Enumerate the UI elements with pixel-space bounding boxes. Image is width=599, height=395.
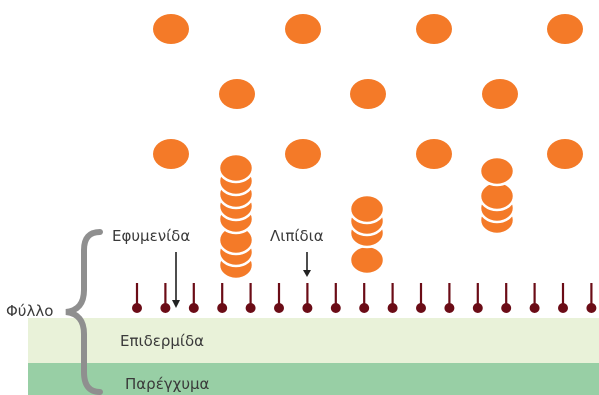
epidermis-label: Επιδερμίδα	[120, 332, 204, 350]
lipid-molecule	[132, 283, 142, 313]
droplet-stack-right	[478, 155, 516, 236]
water-droplet	[285, 139, 321, 169]
lipid-molecule	[416, 283, 426, 313]
lipid-molecule	[188, 283, 199, 313]
lipid-molecule	[217, 283, 228, 313]
water-droplet	[153, 139, 189, 169]
lipid-molecule	[472, 283, 483, 313]
water-droplet	[348, 193, 386, 225]
lipid-molecule	[274, 283, 284, 313]
ephemenida-label: Εφυμενίδα	[112, 227, 190, 245]
lipid-molecule	[359, 283, 370, 313]
water-droplet	[547, 14, 583, 44]
lipid-molecule	[330, 283, 341, 313]
lipid-molecule	[302, 283, 313, 313]
lipid-molecule-row	[132, 283, 597, 313]
parenchyma-layer	[28, 363, 599, 395]
water-droplet	[219, 79, 255, 109]
droplet-stack-middle	[348, 193, 386, 276]
water-droplet	[350, 79, 386, 109]
leaf-label: Φύλλο	[6, 302, 53, 320]
lipid-molecule	[444, 283, 455, 313]
droplet-group	[153, 14, 583, 281]
lipid-molecule	[558, 283, 568, 313]
epidermis-layer	[28, 318, 599, 363]
lipid-molecule	[586, 283, 597, 313]
water-droplet	[482, 79, 518, 109]
droplet-stack-left	[217, 152, 255, 281]
water-droplet	[348, 244, 386, 276]
lipid-molecule	[387, 283, 398, 313]
lipids-label: Λιπίδια	[270, 227, 324, 245]
leaf-brace	[65, 229, 103, 395]
lipid-molecule	[160, 283, 171, 313]
water-droplet	[416, 14, 452, 44]
lipids-arrow	[303, 252, 311, 277]
water-droplet	[153, 14, 189, 44]
water-droplet	[285, 14, 321, 44]
lipid-molecule	[501, 283, 512, 313]
water-droplet	[217, 152, 255, 184]
lipid-molecule	[245, 283, 256, 313]
ephemenida-arrow	[172, 252, 180, 308]
water-droplet	[547, 139, 583, 169]
water-droplet	[478, 155, 516, 187]
lipid-molecule	[529, 283, 540, 313]
parenchyma-label: Παρέγχυμα	[125, 375, 210, 393]
water-droplet	[416, 139, 452, 169]
